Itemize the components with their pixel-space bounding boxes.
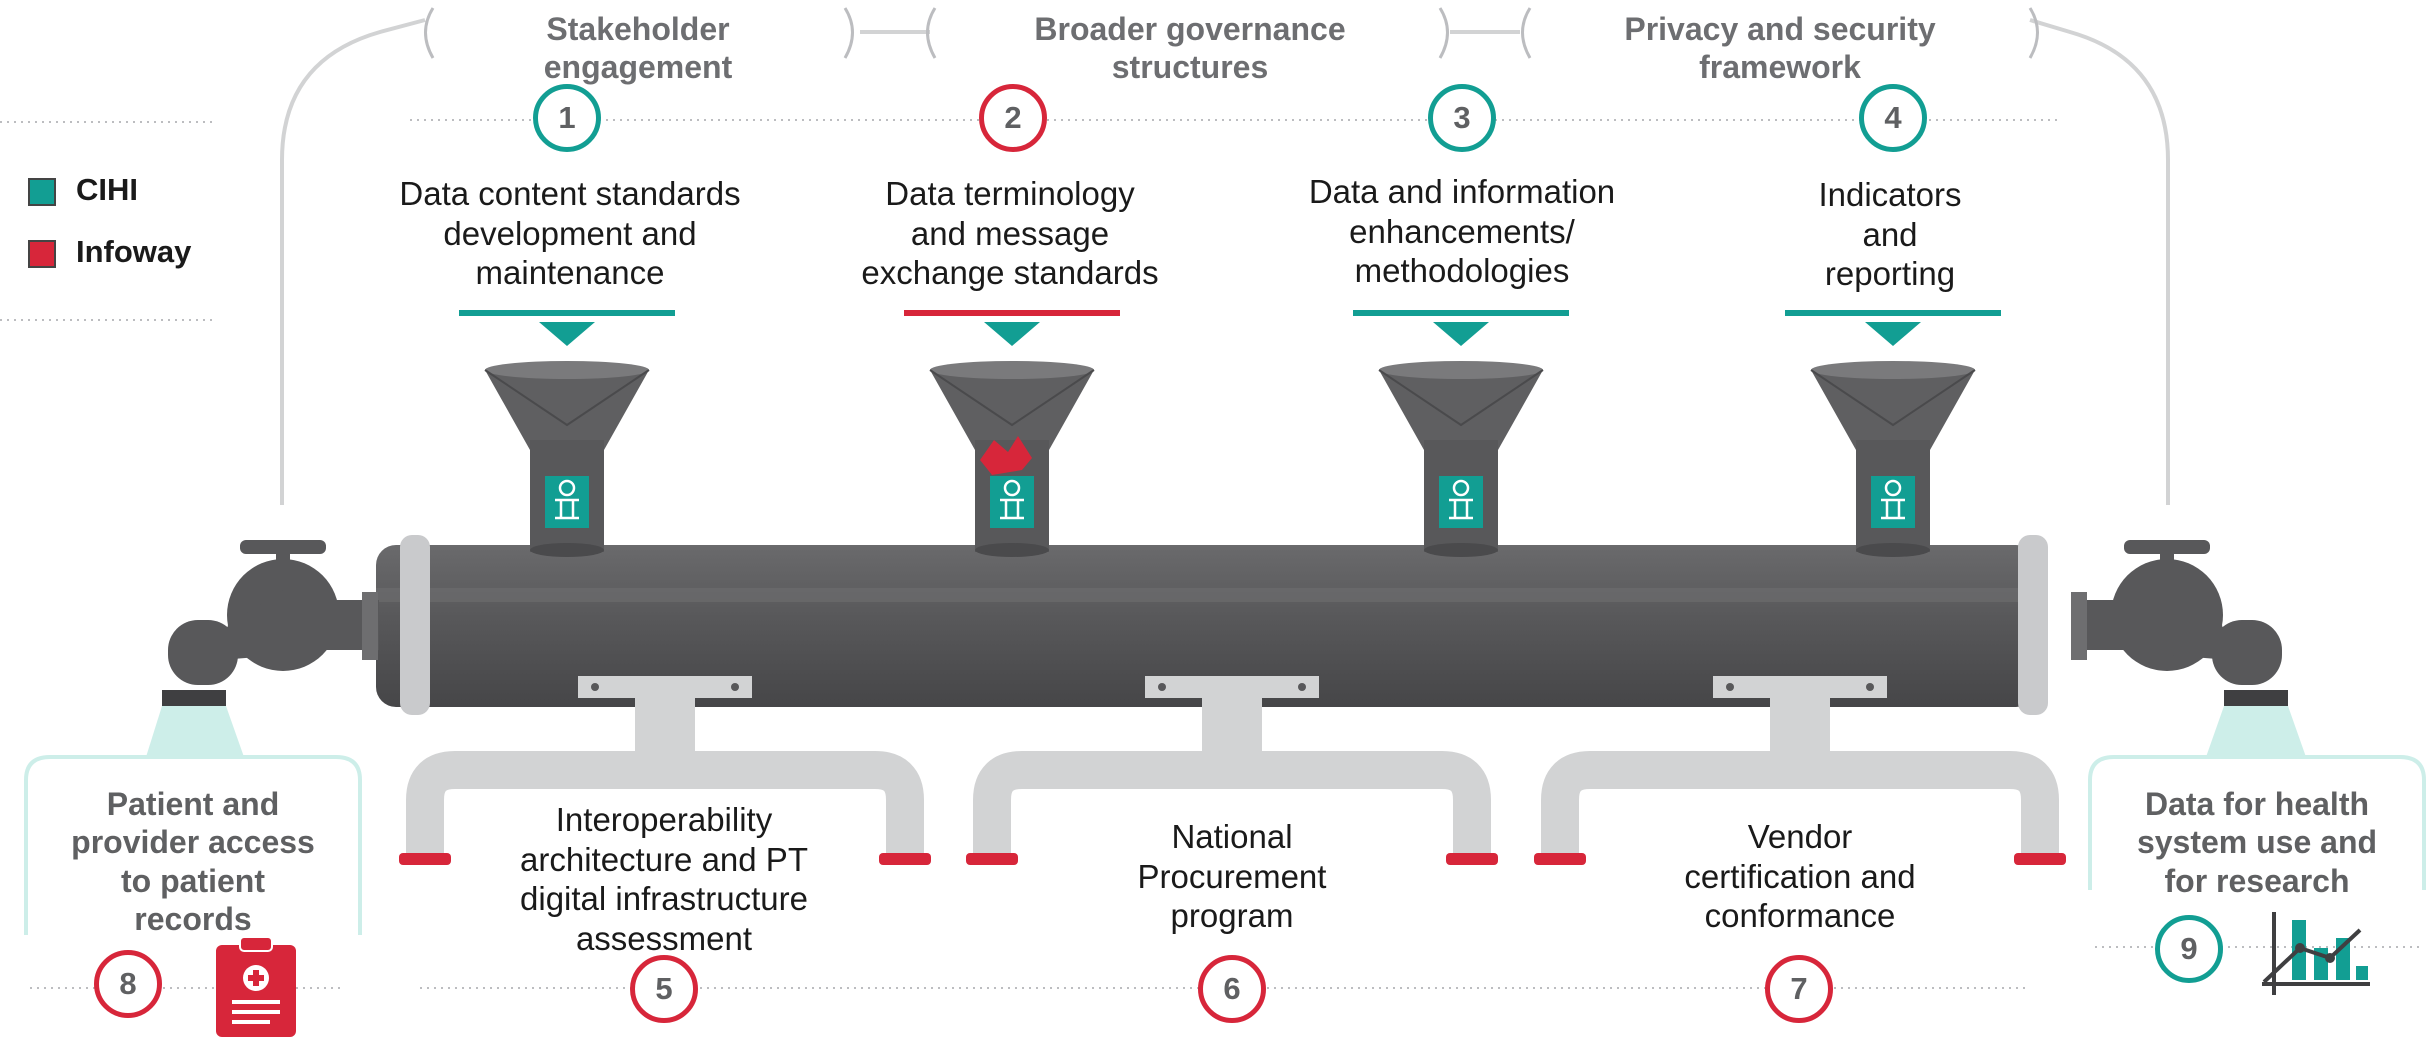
funnel-4 xyxy=(1810,361,1976,557)
left-tap xyxy=(146,540,379,757)
clipboard-medical-icon xyxy=(216,936,296,1037)
maple-leaf-icon xyxy=(980,436,1032,475)
caption-underline xyxy=(459,310,675,316)
step-number-7: 7 xyxy=(1765,955,1833,1023)
step-number-1: 1 xyxy=(533,84,601,152)
down-arrow-icon xyxy=(1865,322,1921,346)
legend-swatch-infoway xyxy=(28,239,56,268)
cihi-logo-icon xyxy=(1439,476,1483,528)
step-number-9: 9 xyxy=(2155,915,2223,983)
step-number-8: 8 xyxy=(94,950,162,1018)
bar-chart-trend-icon xyxy=(2262,912,2370,995)
down-arrow-icon xyxy=(539,322,595,346)
step-number-5: 5 xyxy=(630,955,698,1023)
step-number-6: 6 xyxy=(1198,955,1266,1023)
caption-underline xyxy=(1785,310,2001,316)
outlet-pipe-6 xyxy=(966,676,1498,865)
outlet-pipe-7 xyxy=(1534,676,2066,865)
down-arrow-icon xyxy=(984,322,1040,346)
top-brackets xyxy=(424,7,2039,59)
flow-arc-lines xyxy=(280,18,2170,505)
top-label-stakeholder: Stakeholder engagement xyxy=(543,11,733,86)
caption-underline xyxy=(904,310,1120,316)
outlet-pipe-5 xyxy=(399,676,931,865)
tap-box-right xyxy=(2088,755,2426,895)
funnel-1 xyxy=(484,361,650,557)
step-number-4: 4 xyxy=(1859,84,1927,152)
top-label-governance: Broader governance structures xyxy=(1034,11,1346,86)
legend-cihi: CIHI xyxy=(28,172,138,208)
down-arrow-icon xyxy=(1433,322,1489,346)
output-boxes xyxy=(18,755,2432,955)
funnels xyxy=(484,361,1976,557)
cihi-logo-icon xyxy=(1871,476,1915,528)
step-number-2: 2 xyxy=(979,84,1047,152)
caption-bars xyxy=(459,310,2001,346)
main-pipe xyxy=(376,535,2048,715)
top-label-privacy: Privacy and security framework xyxy=(1624,11,1936,86)
legend-swatch-cihi xyxy=(28,177,56,206)
tap-box-left xyxy=(24,755,362,940)
step-number-3: 3 xyxy=(1428,84,1496,152)
funnel-3 xyxy=(1378,361,1544,557)
right-tap xyxy=(2071,540,2306,757)
legend-infoway: Infoway xyxy=(28,234,191,270)
outlet-pipes xyxy=(399,676,2066,865)
funnel-2 xyxy=(929,361,1095,557)
cihi-logo-icon xyxy=(990,476,1034,528)
caption-underline xyxy=(1353,310,1569,316)
cihi-logo-icon xyxy=(545,476,589,528)
